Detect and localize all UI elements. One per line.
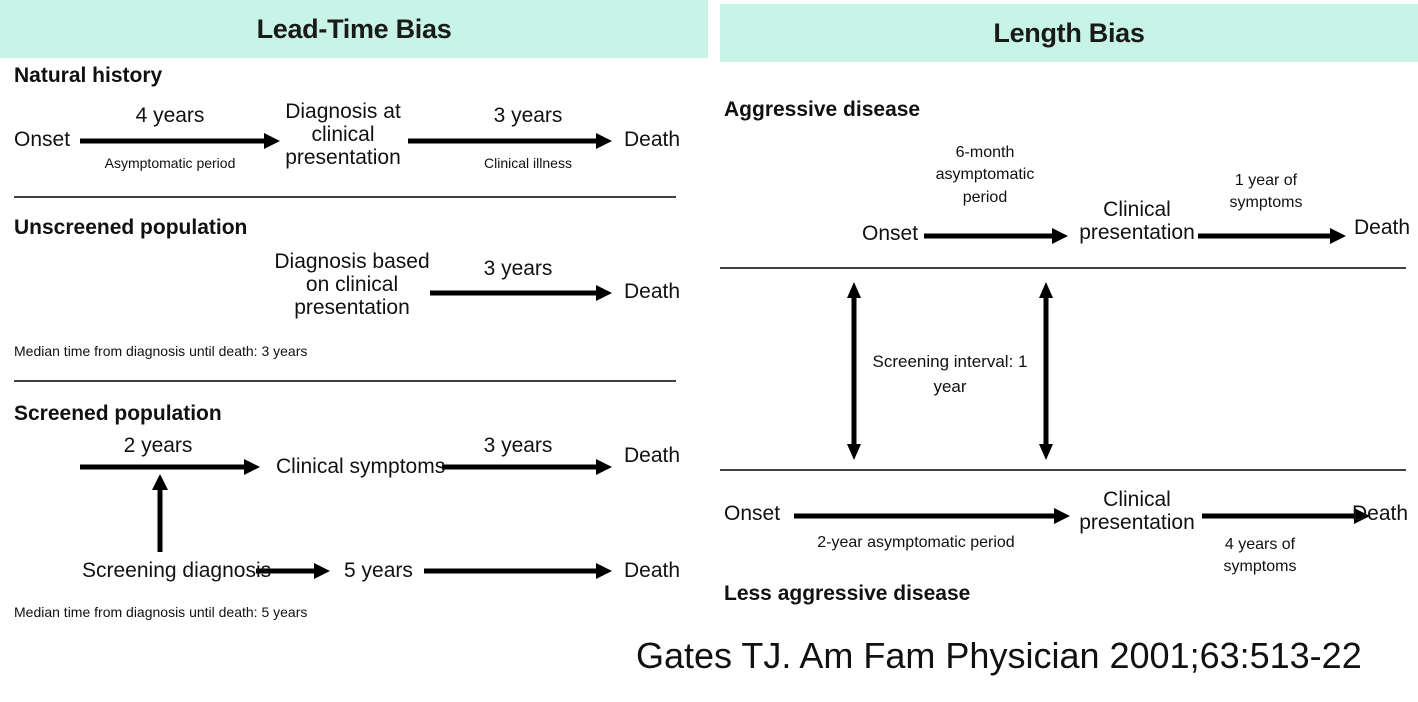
onset-label: Onset — [724, 502, 781, 525]
screened-title: Screened population — [14, 402, 222, 425]
arrowhead — [1054, 508, 1070, 524]
years-label: 3 years — [493, 104, 563, 127]
arrowhead — [1330, 228, 1346, 244]
arrowhead — [152, 474, 168, 490]
arrowhead — [847, 444, 861, 460]
years-label: 5 years — [344, 559, 413, 582]
clinical-symptoms-label: Clinical symptoms — [276, 455, 446, 478]
arrowhead — [596, 459, 612, 475]
diagnosis-clinical-label: Diagnosis at clinical presentation — [285, 100, 401, 170]
lead-time-bias-header: Lead-Time Bias — [0, 0, 708, 58]
arrowhead — [314, 563, 330, 579]
arrowhead — [596, 133, 612, 149]
death-label: Death — [1352, 502, 1409, 525]
onset-label: Onset — [862, 222, 919, 245]
death-label: Death — [624, 128, 681, 151]
less-aggressive-title: Less aggressive disease — [724, 582, 971, 605]
death-label: Death — [624, 559, 681, 582]
arrowhead — [847, 282, 861, 298]
median-time-label: Median time from diagnosis until death: … — [14, 604, 308, 620]
four-years-symptoms-label: 4 years of symptoms — [1223, 536, 1297, 576]
years-label: 3 years — [483, 257, 553, 280]
diagnosis-based-label: Diagnosis based on clinical presentation — [274, 250, 430, 320]
length-bias-header: Length Bias — [720, 4, 1418, 62]
arrowhead — [264, 133, 280, 149]
asymptomatic-period-label: Asymptomatic period — [104, 155, 236, 171]
two-year-period-label: 2-year asymptomatic period — [817, 534, 1015, 551]
arrowhead — [1052, 228, 1068, 244]
death-label: Death — [624, 280, 681, 303]
arrowhead — [1354, 508, 1370, 524]
years-label: 3 years — [483, 434, 553, 457]
arrowhead — [244, 459, 260, 475]
years-label: 2 years — [123, 434, 193, 457]
natural-history-title: Natural history — [14, 64, 163, 87]
one-year-symptoms-label: 1 year of symptoms — [1229, 172, 1303, 212]
death-label: Death — [624, 444, 681, 467]
screening-diagnosis-label: Screening diagnosis — [82, 559, 272, 582]
six-month-period-label: 6-month asymptomatic period — [935, 144, 1035, 206]
death-label: Death — [1354, 216, 1411, 239]
unscreened-title: Unscreened population — [14, 216, 248, 239]
arrowhead — [596, 285, 612, 301]
aggressive-disease-title: Aggressive disease — [724, 98, 921, 121]
screening-interval-label: Screening interval: 1 year — [872, 352, 1028, 396]
arrowhead — [1039, 282, 1053, 298]
arrowhead — [1039, 444, 1053, 460]
clinical-presentation-label: Clinical presentation — [1079, 198, 1195, 245]
arrowhead — [596, 563, 612, 579]
onset-label: Onset — [14, 128, 71, 151]
citation: Gates TJ. Am Fam Physician 2001;63:513-2… — [636, 635, 1362, 676]
clinical-presentation-label: Clinical presentation — [1079, 488, 1195, 535]
median-time-label: Median time from diagnosis until death: … — [14, 343, 308, 359]
clinical-illness-label: Clinical illness — [484, 155, 572, 171]
years-label: 4 years — [135, 104, 205, 127]
